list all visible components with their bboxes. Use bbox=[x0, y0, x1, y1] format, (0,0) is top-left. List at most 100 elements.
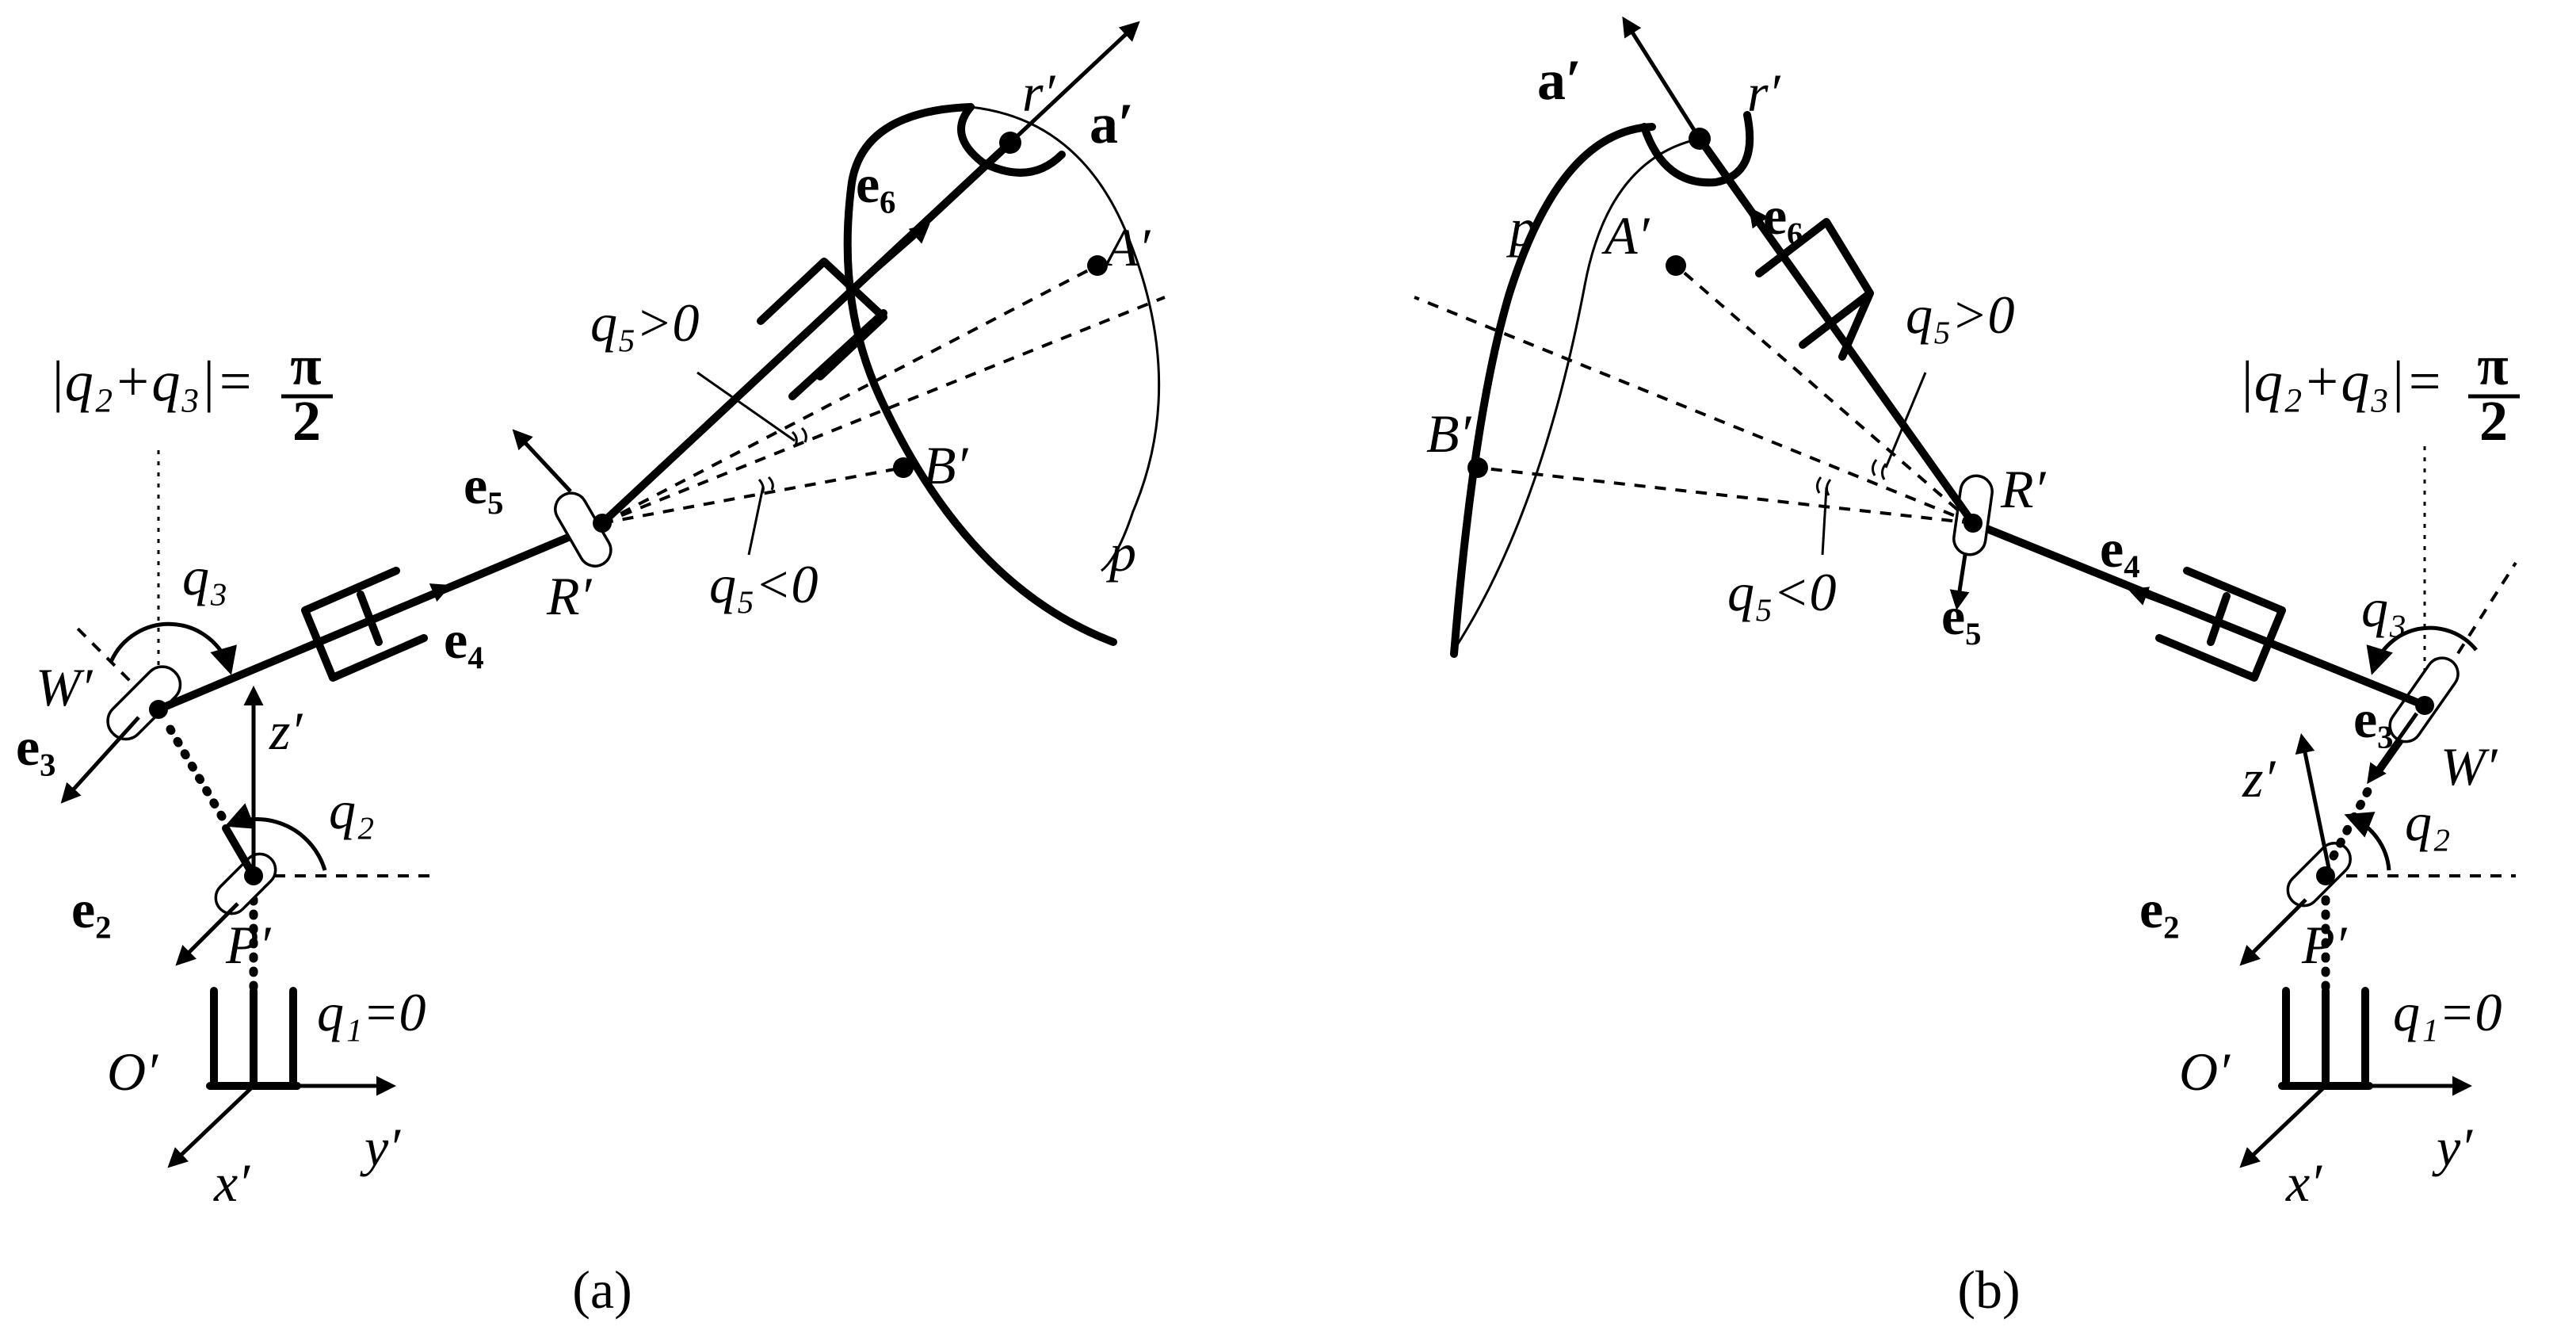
x-label-b: x′ bbox=[2285, 1152, 2322, 1213]
z-label-a: z′ bbox=[269, 701, 303, 761]
r-label-b: R′ bbox=[2000, 459, 2047, 519]
e4-arrow-b bbox=[2128, 587, 2196, 617]
pi-num-a: π bbox=[290, 334, 321, 397]
e6-arrow bbox=[862, 223, 930, 283]
x-label-a: x′ bbox=[213, 1152, 250, 1213]
e5-arrow bbox=[512, 429, 572, 493]
e3-label-a: e₃ bbox=[16, 717, 56, 777]
e2-arrow-b bbox=[2239, 898, 2307, 966]
q5-pos-leader bbox=[696, 371, 796, 442]
e4-label-a: e₄ bbox=[444, 610, 484, 670]
ellipse-p-front bbox=[843, 103, 1117, 646]
B-label-a: B′ bbox=[923, 435, 969, 495]
q3-arc bbox=[109, 621, 237, 675]
q5-neg-arc-b bbox=[1815, 476, 1832, 496]
q2-label-a: q₂ bbox=[329, 780, 375, 840]
caption-a: (a) bbox=[572, 1259, 632, 1320]
ray-a bbox=[601, 264, 1098, 525]
pi-num-b: π bbox=[2477, 334, 2508, 397]
q5pos-label-a: q₅>0 bbox=[590, 292, 700, 353]
q5pos-label-b: q₅>0 bbox=[1906, 285, 2015, 345]
rsmall-label-b: r′ bbox=[1747, 63, 1780, 123]
e3-arrow-b bbox=[2367, 712, 2419, 785]
q1-label-a: q₁=0 bbox=[317, 982, 426, 1042]
e3-arrow bbox=[60, 716, 140, 804]
ellipse-p-back-b bbox=[1452, 137, 1700, 651]
e4-label-b: e₄ bbox=[2100, 518, 2140, 579]
y-label-a: y′ bbox=[360, 1117, 401, 1177]
q5-pos-arc bbox=[791, 426, 807, 446]
pi-den-b: 2 bbox=[2479, 389, 2508, 453]
w-label-b: W′ bbox=[2441, 736, 2498, 797]
p-curve-label-a: p bbox=[1106, 522, 1136, 583]
q3-label-b: q₃ bbox=[2361, 578, 2407, 638]
o-label-a: O′ bbox=[107, 1042, 158, 1102]
x-axis-arrow bbox=[167, 1084, 255, 1168]
q5-neg-leader bbox=[747, 486, 765, 556]
q5-pos-leader-b bbox=[1884, 372, 1927, 468]
e3-label-b: e₃ bbox=[2353, 689, 2394, 749]
fork-4-b bbox=[2155, 567, 2286, 682]
a-label-b: a′ bbox=[1537, 48, 1582, 112]
r-label-a: R′ bbox=[546, 566, 593, 626]
e6-label-a: e₆ bbox=[856, 154, 896, 214]
q5neg-label-a: q₅<0 bbox=[709, 554, 819, 614]
constraint-label-a: |q₂+q₃|= bbox=[49, 350, 254, 413]
joint-p-cylinder bbox=[214, 852, 277, 915]
fork-6-b bbox=[1755, 218, 1874, 361]
y-label-b: y′ bbox=[2432, 1117, 2473, 1177]
q3-label-a: q₃ bbox=[182, 546, 228, 606]
q5-neg-leader-b bbox=[1821, 487, 1828, 556]
e5-label-a: e₅ bbox=[464, 455, 504, 515]
pi-den-a: 2 bbox=[292, 389, 321, 453]
e6-label-b: e₆ bbox=[1763, 185, 1803, 246]
node-b bbox=[893, 457, 914, 478]
q5neg-label-b: q₅<0 bbox=[1727, 562, 1837, 622]
p-label-a: P′ bbox=[225, 915, 272, 975]
A-label-a: A′ bbox=[1102, 217, 1151, 277]
q2-label-b: q₂ bbox=[2405, 792, 2451, 852]
B-label-b: B′ bbox=[1426, 403, 1472, 464]
base-frame-b bbox=[2239, 987, 2472, 1168]
e4-arrow bbox=[380, 583, 452, 617]
fork-4 bbox=[301, 567, 428, 682]
x-axis-arrow-b bbox=[2239, 1084, 2327, 1168]
e2-arrow bbox=[175, 902, 239, 966]
p-label-b: P′ bbox=[2301, 915, 2348, 975]
w-label-a: W′ bbox=[36, 657, 93, 717]
a-label-a: a′ bbox=[1090, 92, 1134, 155]
q1-label-b: q₁=0 bbox=[2393, 982, 2502, 1042]
caption-b: (b) bbox=[1957, 1259, 2020, 1320]
ray-b-b bbox=[1414, 296, 1974, 525]
a-arrow-b bbox=[1622, 16, 1702, 140]
q3-arc-b bbox=[2366, 625, 2478, 675]
ray-a-b bbox=[1674, 264, 1975, 525]
link-p-w bbox=[166, 724, 227, 821]
o-label-b: O′ bbox=[2179, 1042, 2231, 1102]
q2-arc-b bbox=[2344, 812, 2391, 871]
e6-arrow-b bbox=[1749, 206, 1797, 271]
q2-arc bbox=[224, 803, 327, 871]
constraint-label-b: |q₂+q₃|= bbox=[2238, 350, 2444, 413]
node-p-b bbox=[2316, 866, 2335, 885]
rsmall-label-a: r′ bbox=[1022, 63, 1055, 123]
gripper bbox=[957, 103, 1066, 177]
link-p-w-b bbox=[2329, 776, 2378, 861]
ray-b bbox=[601, 296, 1166, 525]
node-a-b bbox=[1666, 255, 1686, 276]
ellipse-p-front-b bbox=[1450, 123, 1656, 658]
e5-label-b: e₅ bbox=[1941, 586, 1982, 646]
panel-a: |q₂+q₃|= π 2 q₃ W′ e₃ e₄ e₅ R′ z′ q₂ e₂ … bbox=[16, 21, 1166, 1320]
ray-c bbox=[601, 466, 904, 525]
e2-label-a: e₂ bbox=[71, 879, 112, 939]
ellipse-p-back bbox=[970, 105, 1161, 572]
e5-arrow-b bbox=[1949, 554, 1970, 610]
A-label-b: A′ bbox=[1601, 205, 1651, 266]
q5-pos-arc-b bbox=[1871, 459, 1887, 480]
node-a bbox=[1087, 255, 1108, 276]
base-frame bbox=[167, 987, 396, 1168]
p-curve-label-b: p bbox=[1506, 197, 1536, 258]
z-label-b: z′ bbox=[2242, 748, 2276, 808]
ray-c-b bbox=[1477, 466, 1974, 525]
